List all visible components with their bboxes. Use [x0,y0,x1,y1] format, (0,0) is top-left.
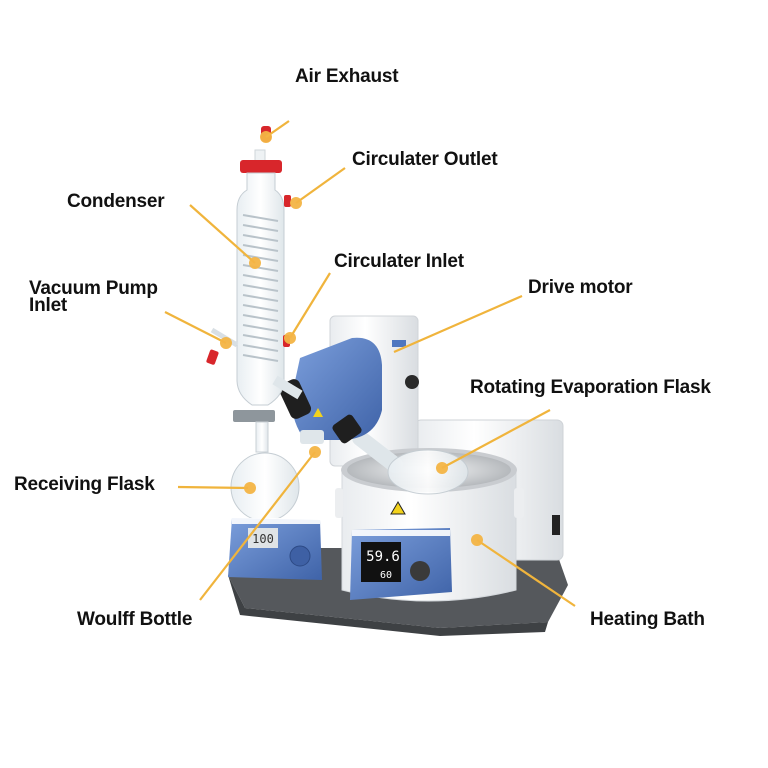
label-circulater-inlet: Circulater Inlet [334,251,464,272]
label-vacuum-pump-inlet-line2: Inlet [29,295,68,316]
vacuum-valve [206,349,219,365]
label-condenser: Condenser [67,191,165,212]
marker-circulater-inlet [284,332,296,344]
marker-receiving-flask [244,482,256,494]
marker-air-exhaust [260,131,272,143]
drive-motor-head [278,337,382,444]
vacuum-controller: 100 [228,518,322,580]
receiving-flask [230,410,300,522]
label-rotating-evaporation-flask: Rotating Evaporation Flask [470,377,711,398]
bath-knob[interactable] [410,561,430,581]
leader-vacuum-pump-inlet [164,311,227,344]
marker-vacuum-pump-inlet [220,337,232,349]
label-drive-motor: Drive motor [528,277,633,298]
marker-woulff-bottle [309,446,321,458]
bath-temperature-display: 59.6 [366,549,400,565]
circulater-outlet-port [284,195,291,207]
leader-drive-motor [393,294,523,354]
rotating-evaporation-flask [352,430,469,495]
leader-rotating-flask [441,409,551,469]
label-receiving-flask: Receiving Flask [14,474,155,495]
label-circulater-outlet: Circulater Outlet [352,149,498,170]
leader-heating-bath [476,539,576,607]
label-woulff-bottle: Woulff Bottle [77,609,193,630]
bath-setpoint-display: 60 [380,570,392,581]
label-vacuum-pump-inlet-line1: Vacuum Pump [29,278,158,299]
leader-woulff-bottle [199,451,316,601]
marker-heating-bath [471,534,483,546]
bath-controller: 59.6 60 [350,528,452,600]
leader-lines [164,120,576,607]
label-air-exhaust: Air Exhaust [295,66,399,87]
marker-circulater-outlet [290,197,302,209]
leader-condenser [189,204,256,264]
leader-circulater-outlet [295,167,346,204]
vacuum-knob[interactable] [289,545,311,567]
leader-circulater-inlet [289,272,331,339]
label-heating-bath: Heating Bath [590,609,705,630]
vacuum-reading: 100 [252,532,274,546]
leader-receiving-flask [177,485,249,490]
marker-rotating-flask [436,462,448,474]
marker-condenser [249,257,261,269]
